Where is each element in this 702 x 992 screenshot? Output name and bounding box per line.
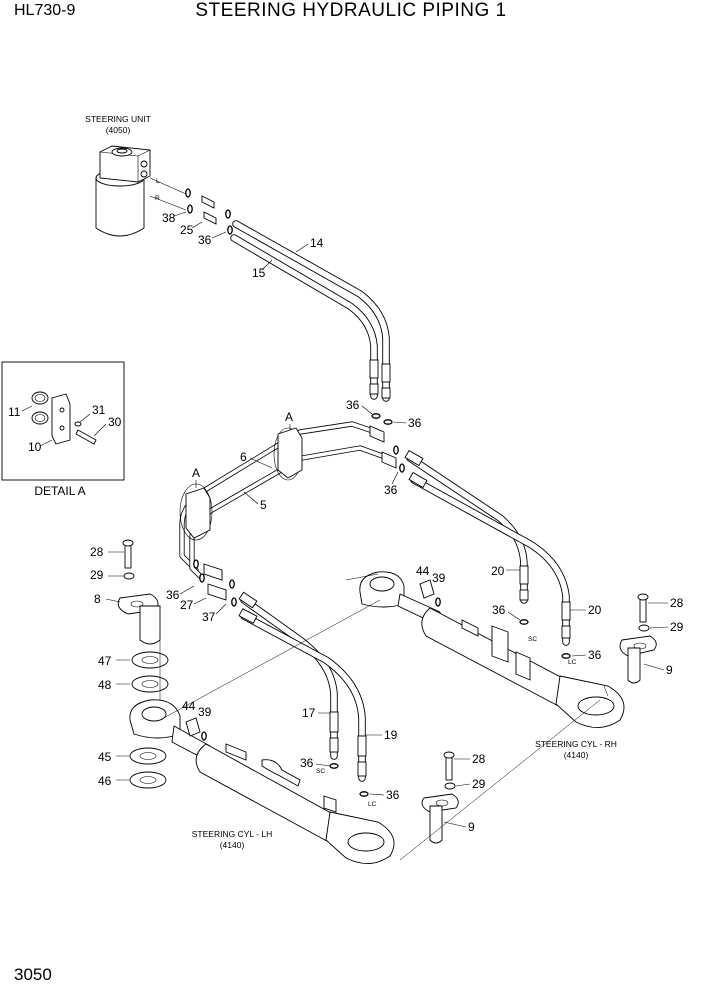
- port-r-mark: R: [155, 195, 160, 202]
- detail-a-parts: [31, 391, 97, 445]
- callout-25: 25: [180, 223, 194, 237]
- callout-8: 8: [94, 592, 101, 606]
- callout-36-f: 36: [588, 648, 602, 662]
- mark-lc-rh: LC: [568, 659, 577, 666]
- callout-39-a: 39: [432, 571, 446, 585]
- callout-10: 10: [28, 440, 42, 454]
- steering-cylinder-rh: [359, 571, 625, 728]
- callout-31: 31: [92, 403, 106, 417]
- detail-a-label: DETAIL A: [34, 484, 85, 498]
- callout-29-a: 29: [670, 620, 684, 634]
- pin-lh-lower: [421, 751, 459, 844]
- hose-17-19: [238, 591, 367, 782]
- fitting-44-rh: [419, 579, 435, 599]
- o-ring-38a: [185, 188, 191, 198]
- callout-30: 30: [108, 415, 122, 429]
- mark-sc-lh: SC: [316, 768, 325, 775]
- callout-36-i: 36: [386, 788, 400, 802]
- tee-fittings: [193, 559, 237, 607]
- callout-9-a: 9: [666, 663, 673, 677]
- mark-a-2: A: [192, 466, 200, 480]
- callout-19: 19: [384, 728, 398, 742]
- hose-14-15: [230, 220, 391, 402]
- detail-a-box: [1, 361, 125, 481]
- cyl-rh-label: STEERING CYL - RH: [535, 739, 617, 749]
- page-title: STEERING HYDRAULIC PIPING 1: [195, 0, 507, 21]
- cyl-rh-code: (4140): [564, 750, 589, 760]
- o-ring-38b: [187, 204, 193, 214]
- mark-a-1: A: [285, 410, 293, 424]
- model-code: HL730-9: [14, 2, 76, 19]
- callout-17: 17: [302, 706, 316, 720]
- callout-36-e: 36: [492, 603, 506, 617]
- steering-unit: [95, 145, 151, 237]
- cyl-lh-code: (4140): [220, 840, 245, 850]
- steering-unit-label: STEERING UNIT: [85, 114, 151, 124]
- callout-39-b: 39: [198, 705, 212, 719]
- steel-tubes-5-6: [179, 421, 397, 579]
- callout-29-c: 29: [472, 777, 486, 791]
- callout-36-h: 36: [300, 756, 314, 770]
- callout-20-b: 20: [588, 603, 602, 617]
- steering-cylinder-lh: [129, 699, 395, 864]
- page-number: 3050: [14, 965, 52, 984]
- steering-unit-code: (4050): [106, 125, 131, 135]
- callout-48: 48: [98, 678, 112, 692]
- callout-46: 46: [98, 774, 112, 788]
- mark-sc-rh: SC: [528, 636, 537, 643]
- callout-27: 27: [180, 598, 194, 612]
- callout-36-b: 36: [346, 398, 360, 412]
- callout-44-a: 44: [416, 564, 430, 578]
- callout-6: 6: [240, 450, 247, 464]
- callout-45: 45: [98, 750, 112, 764]
- washers: [129, 651, 169, 789]
- callout-44-b: 44: [182, 699, 196, 713]
- callout-36-c: 36: [408, 416, 422, 430]
- callout-47: 47: [98, 654, 112, 668]
- callout-36-d: 36: [384, 483, 398, 497]
- callout-9-b: 9: [468, 820, 475, 834]
- pin-lh-upper: [117, 539, 161, 645]
- pin-rh: [619, 593, 657, 684]
- mark-lc-lh: LC: [368, 801, 377, 808]
- chassis-outline: [159, 573, 609, 861]
- callout-38: 38: [162, 211, 176, 225]
- fittings-steering-unit: [185, 188, 233, 235]
- callout-11: 11: [8, 405, 21, 419]
- callout-29-b: 29: [90, 568, 104, 582]
- callout-28-c: 28: [472, 752, 486, 766]
- callout-14: 14: [310, 236, 324, 250]
- callout-37: 37: [202, 610, 216, 624]
- callout-28-a: 28: [670, 596, 684, 610]
- hose-20: [404, 449, 571, 646]
- callout-5: 5: [260, 498, 267, 512]
- callout-36: 36: [198, 233, 212, 247]
- callout-20-a: 20: [491, 564, 505, 578]
- cyl-lh-label: STEERING CYL - LH: [192, 829, 272, 839]
- callout-36-g: 36: [166, 588, 180, 602]
- callout-28-b: 28: [90, 545, 104, 559]
